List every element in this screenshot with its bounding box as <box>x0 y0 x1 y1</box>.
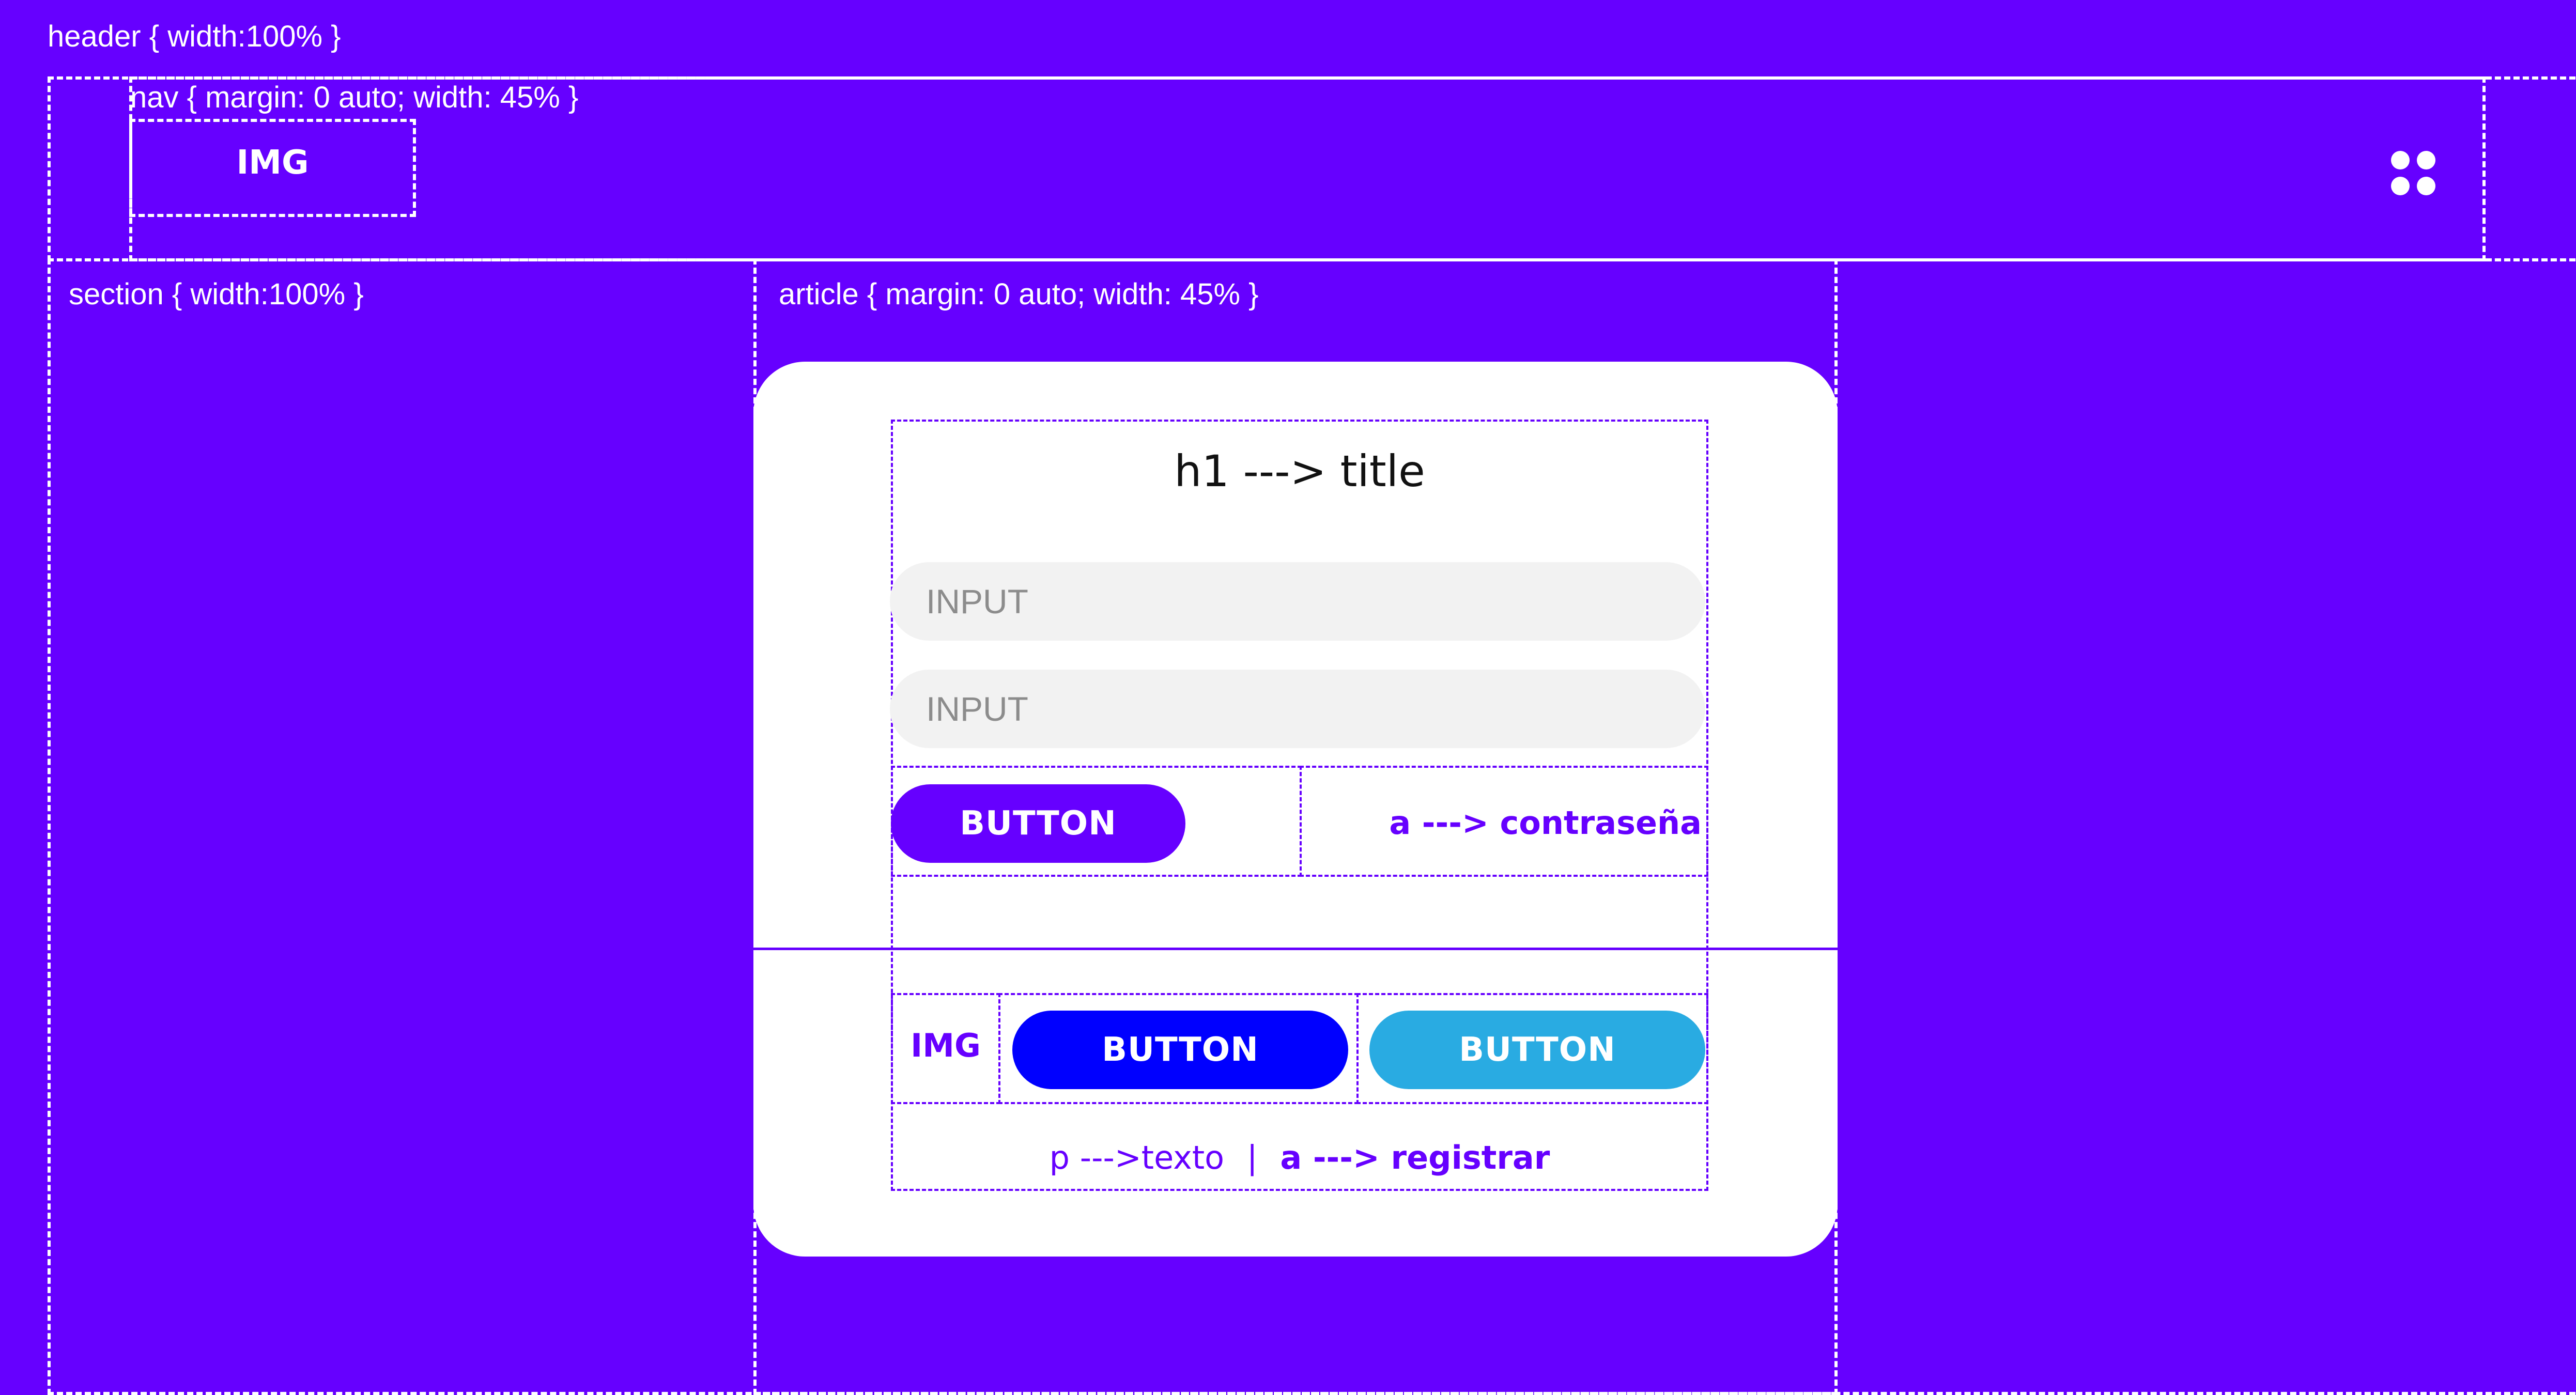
input-field-2[interactable]: INPUT <box>890 670 1705 748</box>
footer-line: p --->texto | a ---> registrar <box>891 1142 1708 1174</box>
four-dots-menu-icon[interactable] <box>2387 147 2439 199</box>
footer-text: p --->texto <box>1049 1139 1225 1176</box>
nav-logo-image[interactable] <box>129 119 416 217</box>
forgot-password-link[interactable]: a ---> contraseña <box>1389 804 1702 842</box>
article-label: article { margin: 0 auto; width: 45% } <box>779 277 1259 311</box>
button-cell-3 <box>1356 993 1708 1104</box>
tertiary-button[interactable]: BUTTON <box>1369 1011 1705 1089</box>
nav-img-label: IMG <box>236 144 309 182</box>
link-cell <box>1300 766 1708 877</box>
footer-separator: | <box>1246 1139 1258 1176</box>
section-label: section { width:100% } <box>69 277 364 311</box>
header-label: header { width:100% } <box>48 20 341 53</box>
submit-button[interactable]: BUTTON <box>891 784 1185 863</box>
input-2-placeholder: INPUT <box>926 690 1028 728</box>
register-link[interactable]: a ---> registrar <box>1280 1139 1550 1176</box>
card-divider <box>753 948 1838 950</box>
input-field-1[interactable]: INPUT <box>890 562 1705 641</box>
nav-label: nav { margin: 0 auto; width: 45% } <box>130 81 579 114</box>
input-1-placeholder: INPUT <box>926 582 1028 621</box>
secondary-button[interactable]: BUTTON <box>1012 1011 1348 1089</box>
footer-img-label: IMG <box>911 1027 981 1064</box>
page-title: h1 ---> title <box>1174 446 1425 497</box>
